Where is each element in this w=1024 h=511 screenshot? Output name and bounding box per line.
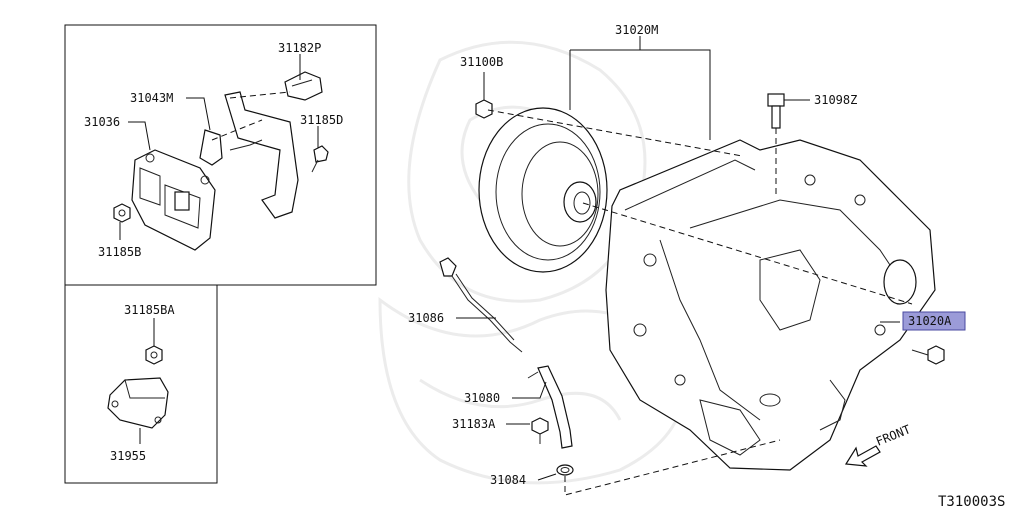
label-31043M[interactable]: 31043M <box>130 91 173 105</box>
highlight-box-31020A[interactable] <box>902 311 966 331</box>
leader-lines <box>119 36 900 481</box>
nut-31100B-shape <box>475 99 493 119</box>
bolt-31183A-shape <box>531 417 549 444</box>
inset-box-sensor <box>64 284 218 484</box>
bracket-31043M-shape <box>199 91 299 219</box>
o-ring-31084-shape <box>556 464 574 476</box>
torque-converter-31020M-shape <box>478 107 608 273</box>
nut-31185BA-shape <box>145 345 163 365</box>
inset-box-control-unit <box>64 24 377 286</box>
label-31084[interactable]: 31084 <box>490 473 526 487</box>
diagram-code: T310003S <box>938 494 1005 510</box>
charging-tube-31080-shape <box>527 365 573 449</box>
label-31020M[interactable]: 31020M <box>615 23 658 37</box>
sensor-31955-shape <box>107 377 169 429</box>
bolt-31098Z-shape <box>767 93 785 129</box>
label-31955[interactable]: 31955 <box>110 449 146 463</box>
label-31182P[interactable]: 31182P <box>278 41 321 55</box>
front-arrow-icon <box>844 445 881 467</box>
label-31098Z[interactable]: 31098Z <box>814 93 857 107</box>
dipstick-31086-shape <box>439 257 523 353</box>
nut-31185B-shape <box>113 203 131 223</box>
label-31100B[interactable]: 31100B <box>460 55 503 69</box>
bolt-31185D-shape <box>311 145 329 173</box>
label-31036[interactable]: 31036 <box>84 115 120 129</box>
label-31080[interactable]: 31080 <box>464 391 500 405</box>
transaxle-housing-shape <box>605 139 936 471</box>
clip-31182P-shape <box>284 71 323 101</box>
control-unit-31036-shape <box>131 149 216 251</box>
label-31185B[interactable]: 31185B <box>98 245 141 259</box>
label-31185D[interactable]: 31185D <box>300 113 343 127</box>
bolt-31020A-shape <box>911 345 945 365</box>
label-31020A[interactable]: 31020A <box>908 314 952 328</box>
front-label: FRONT <box>874 422 913 449</box>
label-31185BA[interactable]: 31185BA <box>124 303 175 317</box>
label-31086[interactable]: 31086 <box>408 311 444 325</box>
assembly-dashed-lines <box>211 91 913 496</box>
label-31183A[interactable]: 31183A <box>452 417 496 431</box>
